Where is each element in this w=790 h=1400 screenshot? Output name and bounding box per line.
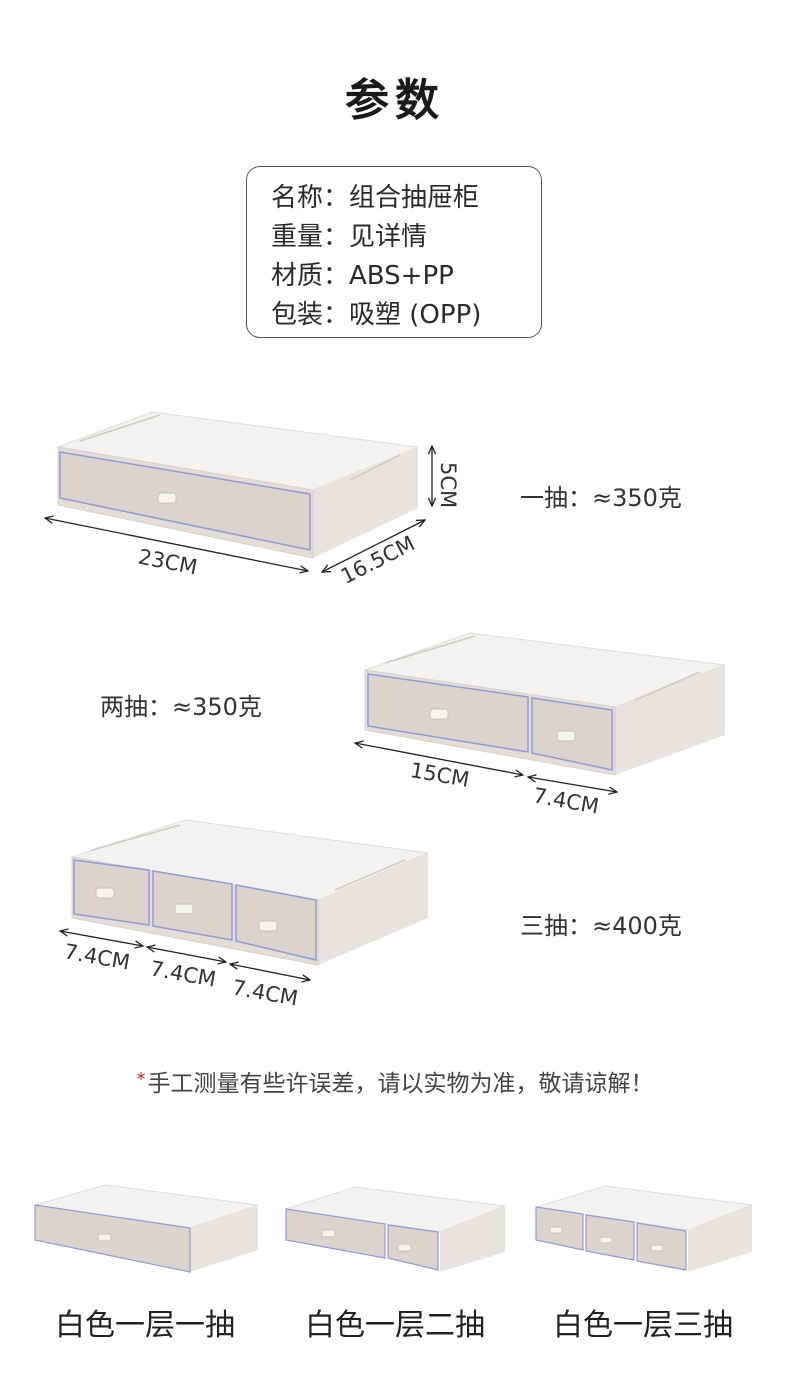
note-text: 手工测量有些许误差，请以实物为准，敬请谅解！ bbox=[147, 1071, 654, 1097]
page-title: 参数 bbox=[345, 75, 445, 126]
spec-label: 名称： bbox=[271, 183, 350, 213]
spec-value: 组合抽屉柜 bbox=[349, 183, 480, 213]
dimension-height-label: 5CM bbox=[436, 462, 460, 509]
spec-value: 见详情 bbox=[349, 222, 428, 252]
spec-row-material: 材质：ABS+PP bbox=[271, 257, 541, 296]
spec-box: 名称：组合抽屉柜 重量：见详情 材质：ABS+PP 包装：吸塑 (OPP) bbox=[246, 166, 542, 338]
three-drawer-box-image bbox=[71, 819, 430, 966]
spec-row-weight: 重量：见详情 bbox=[271, 218, 541, 257]
variant-label-three-drawer: 白色一层三抽 bbox=[553, 1308, 733, 1343]
weight-three-drawer: 三抽：≈400克 bbox=[520, 912, 682, 940]
two-drawer-box-image bbox=[364, 632, 726, 776]
spec-label: 包装： bbox=[271, 300, 350, 330]
spec-label: 重量： bbox=[271, 222, 350, 252]
weight-one-drawer: 一抽：≈350克 bbox=[520, 484, 682, 512]
variant-one-drawer-image bbox=[34, 1184, 259, 1273]
spec-row-packaging: 包装：吸塑 (OPP) bbox=[271, 296, 541, 335]
variant-label-two-drawer: 白色一层二抽 bbox=[305, 1308, 485, 1343]
variant-label-one-drawer: 白色一层一抽 bbox=[55, 1308, 235, 1343]
spec-row-name: 名称：组合抽屉柜 bbox=[271, 179, 541, 218]
weight-two-drawer: 两抽：≈350克 bbox=[100, 693, 262, 721]
variant-two-drawer-image bbox=[285, 1186, 507, 1272]
spec-value: ABS+PP bbox=[349, 261, 454, 291]
spec-value: 吸塑 (OPP) bbox=[349, 300, 482, 330]
note-star: * bbox=[136, 1069, 146, 1090]
variant-three-drawer-image bbox=[535, 1185, 753, 1272]
measurement-note: *手工测量有些许误差，请以实物为准，敬请谅解！ bbox=[0, 1064, 790, 1098]
one-drawer-box-image bbox=[56, 411, 420, 559]
spec-label: 材质： bbox=[271, 261, 350, 291]
